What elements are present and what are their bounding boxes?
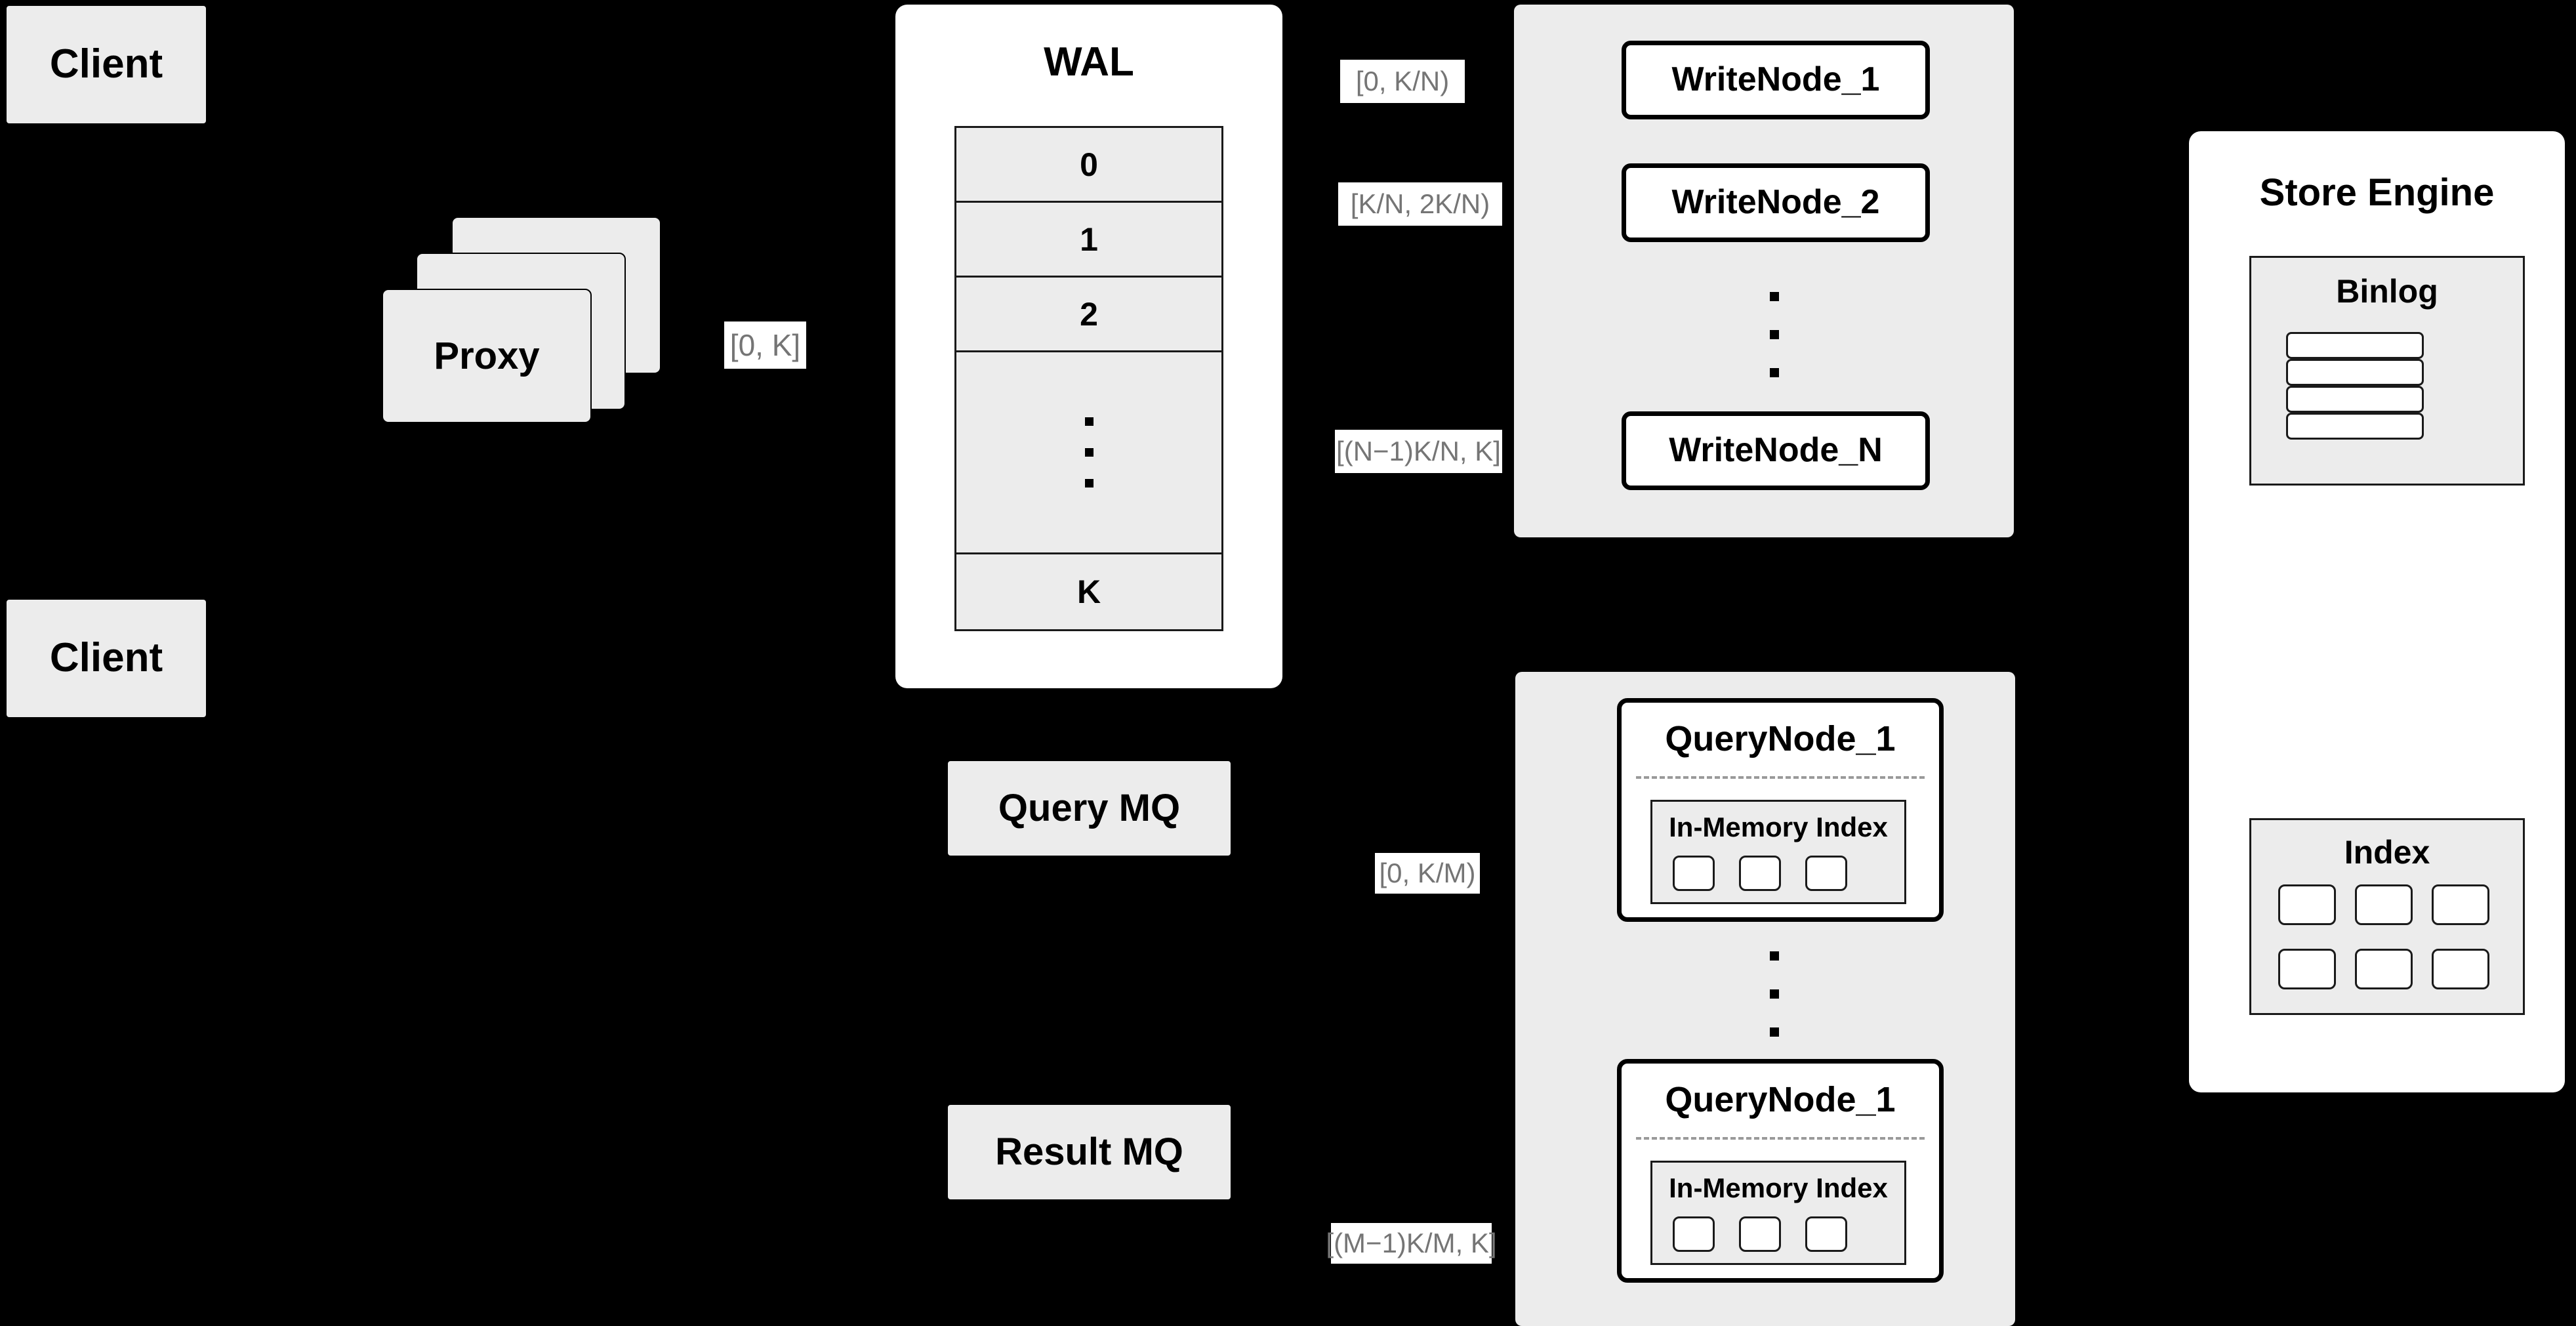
query-node-1-label: QueryNode_1	[1665, 719, 1896, 758]
write-node-1-label: WriteNode_1	[1671, 60, 1880, 99]
client-box-1[interactable]: Client	[5, 5, 207, 125]
query-mq-label: Query MQ	[998, 787, 1181, 830]
index-cell-2	[2355, 884, 2413, 925]
binlog-entry-4	[2286, 413, 2424, 440]
query-node-1-index-title: In-Memory Index	[1669, 812, 1888, 842]
edge-label-writenode-2-range: [K/N, 2K/N)	[1338, 182, 1502, 226]
query-node-1-index-cell-3	[1805, 856, 1847, 891]
index-cell-1	[2278, 884, 2336, 925]
write-node-ellipsis	[1765, 276, 1784, 394]
edge-label-writenode-n-range: [(N−1)K/N, K]	[1335, 430, 1502, 473]
query-mq-box[interactable]: Query MQ	[947, 760, 1232, 857]
wal-title: WAL	[1044, 39, 1134, 85]
wal-table: 0 1 2 K	[954, 126, 1223, 631]
edge-label-querynode-1-range: [0, K/M)	[1375, 853, 1480, 894]
binlog-entry-2	[2286, 359, 2424, 386]
binlog-entry-1	[2286, 332, 2424, 359]
index-title: Index	[2344, 834, 2430, 871]
client-label-1: Client	[49, 41, 163, 87]
query-node-m-index-cell-2	[1739, 1216, 1781, 1252]
index-cell-3	[2432, 884, 2489, 925]
write-node-n-label: WriteNode_N	[1669, 431, 1883, 470]
query-node-m-divider	[1636, 1137, 1925, 1140]
query-node-m-index-cell-3	[1805, 1216, 1847, 1252]
write-node-2[interactable]: WriteNode_2	[1622, 163, 1930, 242]
index-cell-4	[2278, 949, 2336, 989]
client-box-2[interactable]: Client	[5, 598, 207, 718]
write-node-2-label: WriteNode_2	[1671, 183, 1880, 222]
index-panel: Index	[2249, 818, 2525, 1015]
edge-label-querynode-m-range: [(M−1)K/M, K]	[1326, 1223, 1497, 1264]
edge-label-proxy-range: [0, K]	[724, 321, 806, 369]
proxy-box[interactable]: Proxy	[382, 289, 592, 423]
wal-row-0: 0	[956, 128, 1221, 203]
binlog-title: Binlog	[2336, 273, 2438, 310]
query-node-1[interactable]: QueryNode_1 In-Memory Index	[1617, 698, 1944, 922]
write-node-n[interactable]: WriteNode_N	[1622, 411, 1930, 490]
query-node-m-index-cell-1	[1673, 1216, 1715, 1252]
binlog-entry-3	[2286, 386, 2424, 413]
store-engine-title: Store Engine	[2259, 171, 2495, 214]
result-mq-box[interactable]: Result MQ	[947, 1104, 1232, 1201]
wal-panel: WAL 0 1 2 K	[895, 5, 1282, 688]
query-node-m[interactable]: QueryNode_1 In-Memory Index	[1617, 1059, 1944, 1283]
query-node-m-label: QueryNode_1	[1665, 1080, 1896, 1119]
query-node-1-index-cell-2	[1739, 856, 1781, 891]
index-cell-6	[2432, 949, 2489, 989]
wal-row-ellipsis	[956, 352, 1221, 554]
edge-label-writenode-1-range: [0, K/N)	[1340, 60, 1465, 103]
wal-row-1: 1	[956, 203, 1221, 278]
write-node-1[interactable]: WriteNode_1	[1622, 41, 1930, 119]
query-node-1-divider	[1636, 776, 1925, 779]
query-node-m-inmemory-index: In-Memory Index	[1650, 1161, 1906, 1265]
proxy-label: Proxy	[434, 334, 540, 377]
query-node-1-index-cell-1	[1673, 856, 1715, 891]
result-mq-label: Result MQ	[995, 1130, 1183, 1174]
store-engine-panel: Store Engine Binlog Index	[2189, 131, 2565, 1092]
binlog-panel: Binlog	[2249, 256, 2525, 486]
index-cell-5	[2355, 949, 2413, 989]
query-node-ellipsis	[1765, 935, 1784, 1053]
query-node-m-index-title: In-Memory Index	[1669, 1172, 1888, 1203]
wal-row-2: 2	[956, 278, 1221, 353]
wal-row-k: K	[1076, 573, 1101, 610]
query-node-1-inmemory-index: In-Memory Index	[1650, 800, 1906, 904]
client-label-2: Client	[49, 635, 163, 681]
